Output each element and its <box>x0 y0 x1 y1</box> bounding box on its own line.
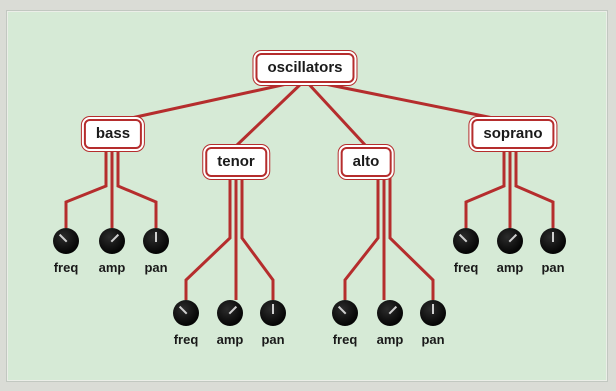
knob-tenor-pan[interactable] <box>260 300 286 326</box>
voice-node-label: alto <box>352 153 380 170</box>
knob-bass-amp[interactable] <box>99 228 125 254</box>
knob-label-tenor-freq: freq <box>173 332 199 347</box>
knob-soprano-freq[interactable] <box>453 228 479 254</box>
knob-label-soprano-pan: pan <box>541 260 565 275</box>
knob-label-bass-freq: freq <box>53 260 79 275</box>
voice-node-bass: bass <box>83 119 143 149</box>
knob-tenor-freq[interactable] <box>173 300 199 326</box>
root-node-label: oscillators <box>267 59 343 76</box>
knob-label-alto-freq: freq <box>332 332 358 347</box>
voice-node-label: tenor <box>217 153 255 170</box>
voice-node-label: soprano <box>483 125 543 142</box>
knob-soprano-pan[interactable] <box>540 228 566 254</box>
knob-label-tenor-amp: amp <box>216 332 244 347</box>
voice-node-label: bass <box>95 125 131 142</box>
knob-tenor-amp[interactable] <box>217 300 243 326</box>
knob-label-bass-pan: pan <box>144 260 168 275</box>
voice-node-soprano: soprano <box>471 119 555 149</box>
knob-label-alto-amp: amp <box>376 332 404 347</box>
voice-node-alto: alto <box>340 147 392 177</box>
root-node-oscillators: oscillators <box>255 53 355 83</box>
knob-alto-freq[interactable] <box>332 300 358 326</box>
knob-label-soprano-amp: amp <box>496 260 524 275</box>
knob-bass-pan[interactable] <box>143 228 169 254</box>
knob-label-tenor-pan: pan <box>261 332 285 347</box>
voice-node-tenor: tenor <box>205 147 267 177</box>
knob-label-alto-pan: pan <box>421 332 445 347</box>
knob-bass-freq[interactable] <box>53 228 79 254</box>
knob-label-soprano-freq: freq <box>453 260 479 275</box>
knob-alto-amp[interactable] <box>377 300 403 326</box>
knob-label-bass-amp: amp <box>98 260 126 275</box>
knob-soprano-amp[interactable] <box>497 228 523 254</box>
knob-alto-pan[interactable] <box>420 300 446 326</box>
